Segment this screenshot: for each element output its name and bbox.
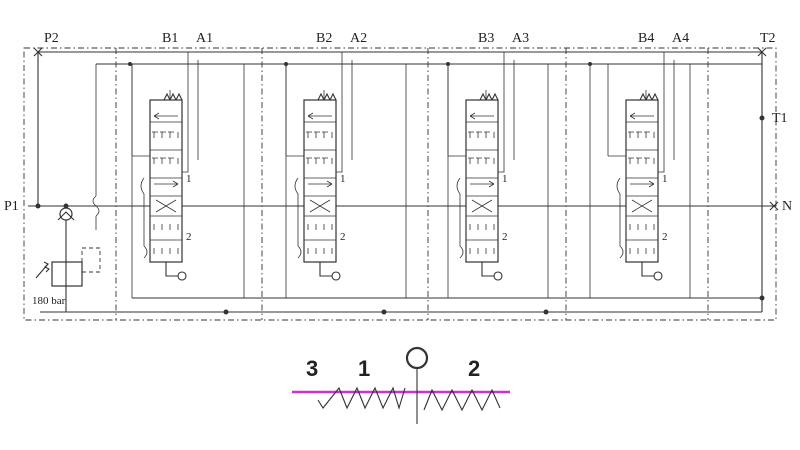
blocked-port-icon	[306, 157, 333, 164]
blocked-port-icon	[469, 248, 495, 254]
spring-icon	[156, 92, 183, 102]
valve-section-2: B2 A2 1 2	[285, 31, 367, 281]
position-label-2: 2	[186, 231, 192, 243]
blocked-port-icon	[306, 131, 333, 138]
blocked-port-icon	[152, 157, 179, 164]
port-markers	[33, 47, 779, 211]
arrow-icon	[629, 112, 654, 120]
position-label-2: 2	[502, 231, 508, 243]
spool-body	[303, 99, 337, 263]
detent-label-3: 3	[306, 356, 318, 381]
valve-section-3: B3 A3 1 2	[447, 31, 529, 281]
port-label-n: N	[782, 199, 792, 214]
port-label-b4: B4	[638, 31, 654, 46]
arrow-icon	[307, 112, 332, 120]
arrow-icon	[308, 180, 333, 188]
check-valve	[57, 206, 75, 262]
cross-flow-icon	[471, 199, 493, 213]
valve-block-outline	[23, 47, 777, 321]
blocked-port-icon	[469, 224, 495, 230]
port-label-p1: P1	[4, 199, 19, 214]
port-label-p2: P2	[44, 31, 59, 46]
detent-label-1: 1	[358, 356, 370, 381]
position-label-1: 1	[340, 173, 346, 185]
position-label-1: 1	[502, 173, 508, 185]
spring-icon	[472, 92, 499, 102]
valve-section-1: B1 A1 1 2	[131, 31, 213, 281]
lever-knob-icon	[493, 271, 503, 281]
spring-icon	[310, 92, 337, 102]
arrow-icon	[154, 180, 179, 188]
cross-flow-icon	[631, 199, 653, 213]
arrow-icon	[470, 180, 495, 188]
detent-legend: 3 1 2	[292, 346, 510, 424]
position-label-2: 2	[340, 231, 346, 243]
lever-knob-icon	[331, 271, 341, 281]
position-label-1: 1	[186, 173, 192, 185]
arrow-icon	[630, 180, 655, 188]
port-label-a1: A1	[196, 31, 213, 46]
port-label-a4: A4	[672, 31, 689, 46]
spool-body	[625, 99, 659, 263]
port-label-t1: T1	[772, 111, 788, 126]
blocked-port-icon	[153, 248, 179, 254]
arrow-icon	[469, 112, 494, 120]
section-dividers	[115, 48, 709, 320]
spool-body	[149, 99, 183, 263]
lever-knob-icon	[177, 271, 187, 281]
blocked-port-icon	[628, 157, 655, 164]
relief-setting-label: 180 bar	[32, 295, 66, 307]
spring-icon	[632, 92, 659, 102]
position-label-1: 1	[662, 173, 668, 185]
gallery-lines	[28, 51, 776, 313]
blocked-port-icon	[307, 224, 333, 230]
detent-label-2: 2	[468, 356, 480, 381]
detent-spring-left	[317, 386, 406, 410]
detent-spring-right	[423, 388, 501, 412]
arrow-icon	[153, 112, 178, 120]
port-label-a2: A2	[350, 31, 367, 46]
blocked-port-icon	[468, 157, 495, 164]
blocked-port-icon	[307, 248, 333, 254]
blocked-port-icon	[629, 248, 655, 254]
port-label-a3: A3	[512, 31, 529, 46]
blocked-port-icon	[629, 224, 655, 230]
port-label-b3: B3	[478, 31, 494, 46]
spool-body	[465, 99, 499, 263]
port-label-t2: T2	[760, 31, 776, 46]
port-label-b2: B2	[316, 31, 332, 46]
lever-knob-icon	[653, 271, 663, 281]
valve-sections: B1 A1 1 2 B2 A2 1 2 B3 A3 1 2 B4 A4 1 2	[131, 31, 689, 281]
position-label-2: 2	[662, 231, 668, 243]
detent-knob	[405, 346, 429, 370]
blocked-port-icon	[153, 224, 179, 230]
relief-valve	[35, 247, 101, 312]
cross-flow-icon	[309, 199, 331, 213]
blocked-port-icon	[152, 131, 179, 138]
cross-flow-icon	[155, 199, 177, 213]
blocked-port-icon	[628, 131, 655, 138]
blocked-port-icon	[468, 131, 495, 138]
valve-section-4: B4 A4 1 2	[607, 31, 689, 281]
port-label-b1: B1	[162, 31, 178, 46]
junction-dots	[35, 62, 765, 315]
